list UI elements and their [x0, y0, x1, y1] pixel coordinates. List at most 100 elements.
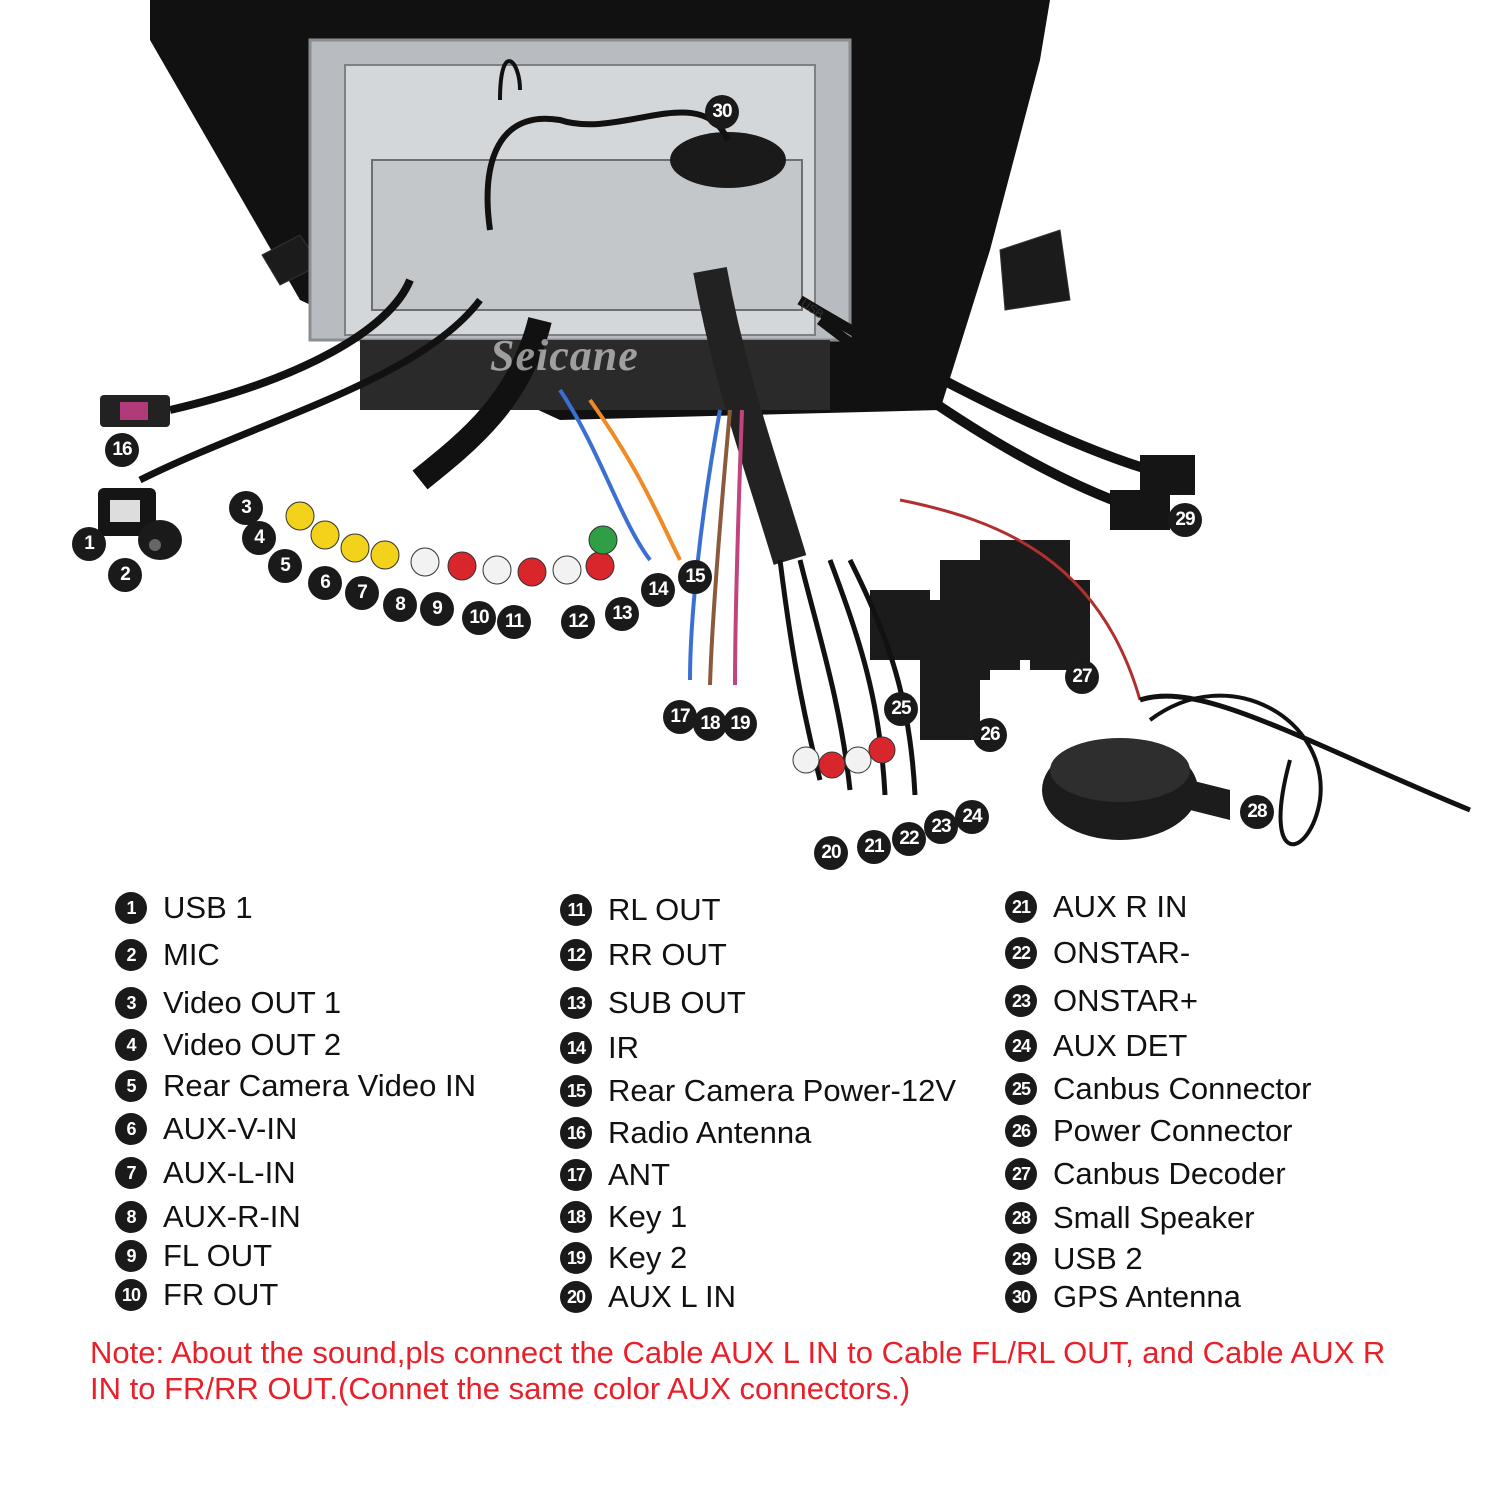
- speaker-cable: [1139, 693, 1471, 813]
- legend-number: 16: [560, 1117, 592, 1149]
- marker-13: 13: [605, 597, 639, 631]
- legend-number: 25: [1005, 1073, 1037, 1105]
- legend-label: AUX R IN: [1053, 889, 1188, 924]
- legend-label: USB 2: [1053, 1241, 1143, 1276]
- legend-item-25: 25 Canbus Connector: [1005, 1071, 1312, 1107]
- rca-plugs: [285, 501, 618, 587]
- legend-number: 8: [115, 1201, 147, 1233]
- legend-number: 7: [115, 1157, 147, 1189]
- legend-label: ANT: [608, 1157, 670, 1192]
- rca-sub-out: [588, 525, 618, 555]
- marker-15: 15: [678, 560, 712, 594]
- decoder-red-wire: [899, 498, 1142, 701]
- legend-label: AUX DET: [1053, 1028, 1188, 1063]
- usb-2-cable-b: [816, 316, 1142, 515]
- marker-27: 27: [1065, 660, 1099, 694]
- legend-label: Key 1: [608, 1199, 688, 1234]
- marker-24: 24: [955, 800, 989, 834]
- legend-number: 13: [560, 987, 592, 1019]
- legend-item-27: 27 Canbus Decoder: [1005, 1156, 1286, 1192]
- legend-label: AUX-R-IN: [163, 1199, 301, 1234]
- rca-aux-v-in: [370, 540, 400, 570]
- marker-30: 30: [705, 95, 739, 129]
- legend-number: 6: [115, 1113, 147, 1145]
- marker-25: 25: [884, 692, 918, 726]
- legend-item-19: 19 Key 2: [560, 1240, 687, 1276]
- legend-number: 9: [115, 1240, 147, 1272]
- legend-number: 28: [1005, 1202, 1037, 1234]
- marker-5: 5: [268, 549, 302, 583]
- marker-6: 6: [308, 566, 342, 600]
- canbus-power-connectors: [870, 540, 1090, 740]
- legend-label: Radio Antenna: [608, 1115, 812, 1150]
- marker-4: 4: [242, 521, 276, 555]
- rca-aux-r-in: [447, 551, 477, 581]
- legend-label: Canbus Connector: [1053, 1071, 1312, 1106]
- legend-number: 26: [1005, 1115, 1037, 1147]
- legend-item-3: 3 Video OUT 1: [115, 985, 341, 1021]
- harness-bundle: [693, 266, 807, 565]
- mic-jack: [138, 520, 182, 560]
- radio-antenna-plug-tip: [120, 402, 148, 420]
- legend-number: 22: [1005, 937, 1037, 969]
- legend-item-17: 17 ANT: [560, 1157, 670, 1193]
- legend-number: 24: [1005, 1030, 1037, 1062]
- legend-number: 11: [560, 894, 592, 926]
- mic-jack-hole: [149, 539, 161, 551]
- legend-number: 23: [1005, 985, 1037, 1017]
- usb-1-port: [110, 500, 140, 522]
- legend-number: 17: [560, 1159, 592, 1191]
- legend-label: Key 2: [608, 1240, 688, 1275]
- legend-label: AUX-V-IN: [163, 1111, 298, 1146]
- legend-item-30: 30 GPS Antenna: [1005, 1279, 1241, 1315]
- ir-wire: [558, 388, 652, 562]
- marker-22: 22: [892, 822, 926, 856]
- rca-aux-l-in: [410, 547, 440, 577]
- legend-label: RR OUT: [608, 937, 727, 972]
- legend-label: Rear Camera Power-12V: [608, 1073, 957, 1108]
- usb-mic-cable: [138, 297, 483, 484]
- small-speaker-grille: [1050, 738, 1190, 802]
- legend-item-8: 8 AUX-R-IN: [115, 1199, 301, 1235]
- marker-16: 16: [105, 433, 139, 467]
- marker-17: 17: [663, 700, 697, 734]
- marker-14: 14: [641, 573, 675, 607]
- small-speaker-bracket: [1190, 780, 1230, 820]
- legend-item-6: 6 AUX-V-IN: [115, 1111, 297, 1147]
- rca-rl-out: [552, 555, 582, 585]
- legend-number: 30: [1005, 1281, 1037, 1313]
- rca-video-out-1: [285, 501, 315, 531]
- sound-note: Note: About the sound,pls connect the Ca…: [90, 1335, 1386, 1406]
- ant-wire: [688, 409, 722, 681]
- marker-20: 20: [814, 836, 848, 870]
- legend-number: 27: [1005, 1158, 1037, 1190]
- legend-number: 3: [115, 987, 147, 1019]
- gps-cable: [484, 109, 731, 231]
- camera-power-wire: [588, 398, 682, 561]
- legend-label: Canbus Decoder: [1053, 1156, 1286, 1191]
- legend-item-16: 16 Radio Antenna: [560, 1115, 811, 1151]
- legend-label: MIC: [163, 937, 220, 972]
- usb-2-plug-b: [1110, 490, 1170, 530]
- legend-number: 4: [115, 1029, 147, 1061]
- legend-label: SUB OUT: [608, 985, 746, 1020]
- legend-number: 21: [1005, 891, 1037, 923]
- key-1-wire: [708, 409, 732, 686]
- legend-number: 1: [115, 892, 147, 924]
- legend-label: Rear Camera Video IN: [163, 1068, 477, 1103]
- usb-2-cable: [797, 295, 1152, 475]
- legend-label: Video OUT 1: [163, 985, 342, 1020]
- legend-number: 19: [560, 1242, 592, 1274]
- legend-number: 14: [560, 1032, 592, 1064]
- legend-number: 29: [1005, 1243, 1037, 1275]
- legend-label: GPS Antenna: [1053, 1279, 1241, 1314]
- key-2-wire: [733, 409, 744, 686]
